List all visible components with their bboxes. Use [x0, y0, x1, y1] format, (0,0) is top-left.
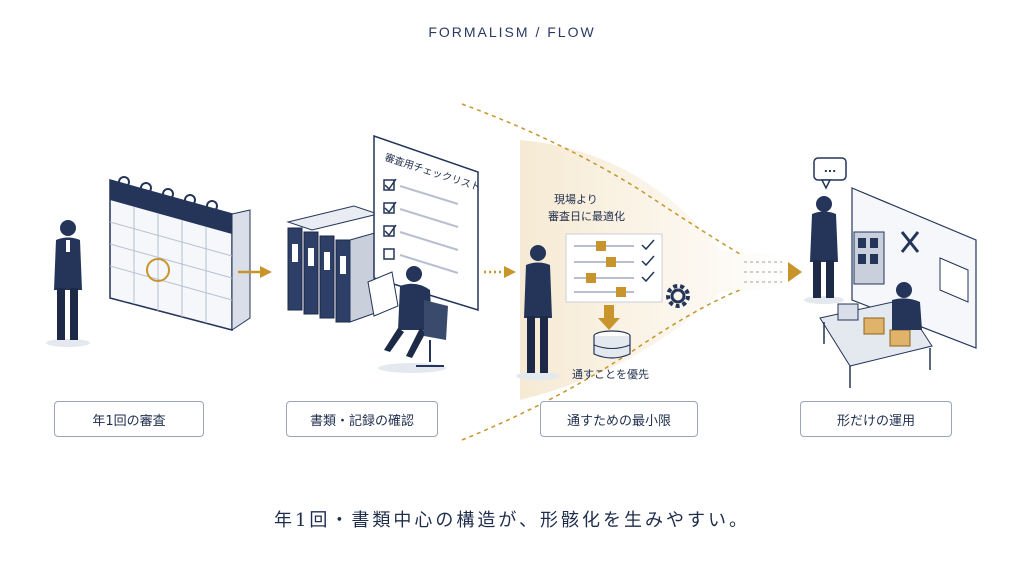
step-label-4: 形だけの運用 — [800, 401, 952, 437]
worker-standing — [804, 196, 844, 304]
shelf-unit — [853, 231, 885, 285]
box-icon — [837, 303, 911, 347]
speech-bubble: ... — [813, 157, 847, 190]
person-standing-1 — [46, 220, 90, 347]
step-label-1: 年1回の審査 — [54, 401, 204, 437]
funnel-bottom-note: 通すことを優先 — [572, 368, 649, 381]
settings-panel — [565, 233, 663, 303]
checklist-document: 審査用チェックリスト — [373, 134, 482, 312]
down-arrow-icon — [598, 305, 620, 330]
calendar-icon — [109, 176, 251, 331]
funnel-note-line1: 現場より — [554, 193, 598, 206]
flow-arrow-1 — [238, 266, 272, 278]
worker-at-table — [892, 282, 922, 330]
person-standing-2 — [516, 245, 560, 380]
flow-arrow-2 — [484, 266, 516, 278]
speech-bubble-text: ... — [824, 162, 837, 175]
database-stack-icon — [593, 330, 631, 359]
person-seated-reading — [367, 266, 448, 373]
binders-icon — [286, 205, 380, 323]
gear-icon — [666, 284, 690, 308]
step-label-3: 通すための最小限 — [540, 401, 698, 437]
step-label-2: 書類・記録の確認 — [286, 401, 438, 437]
caption: 年1回・書類中心の構造が、形骸化を生みやすい。 — [273, 510, 751, 531]
page-title: FORMALISM / FLOW — [428, 24, 596, 40]
funnel-note-line2: 審査日に最適化 — [548, 209, 625, 223]
x-mark-icon — [900, 231, 920, 253]
